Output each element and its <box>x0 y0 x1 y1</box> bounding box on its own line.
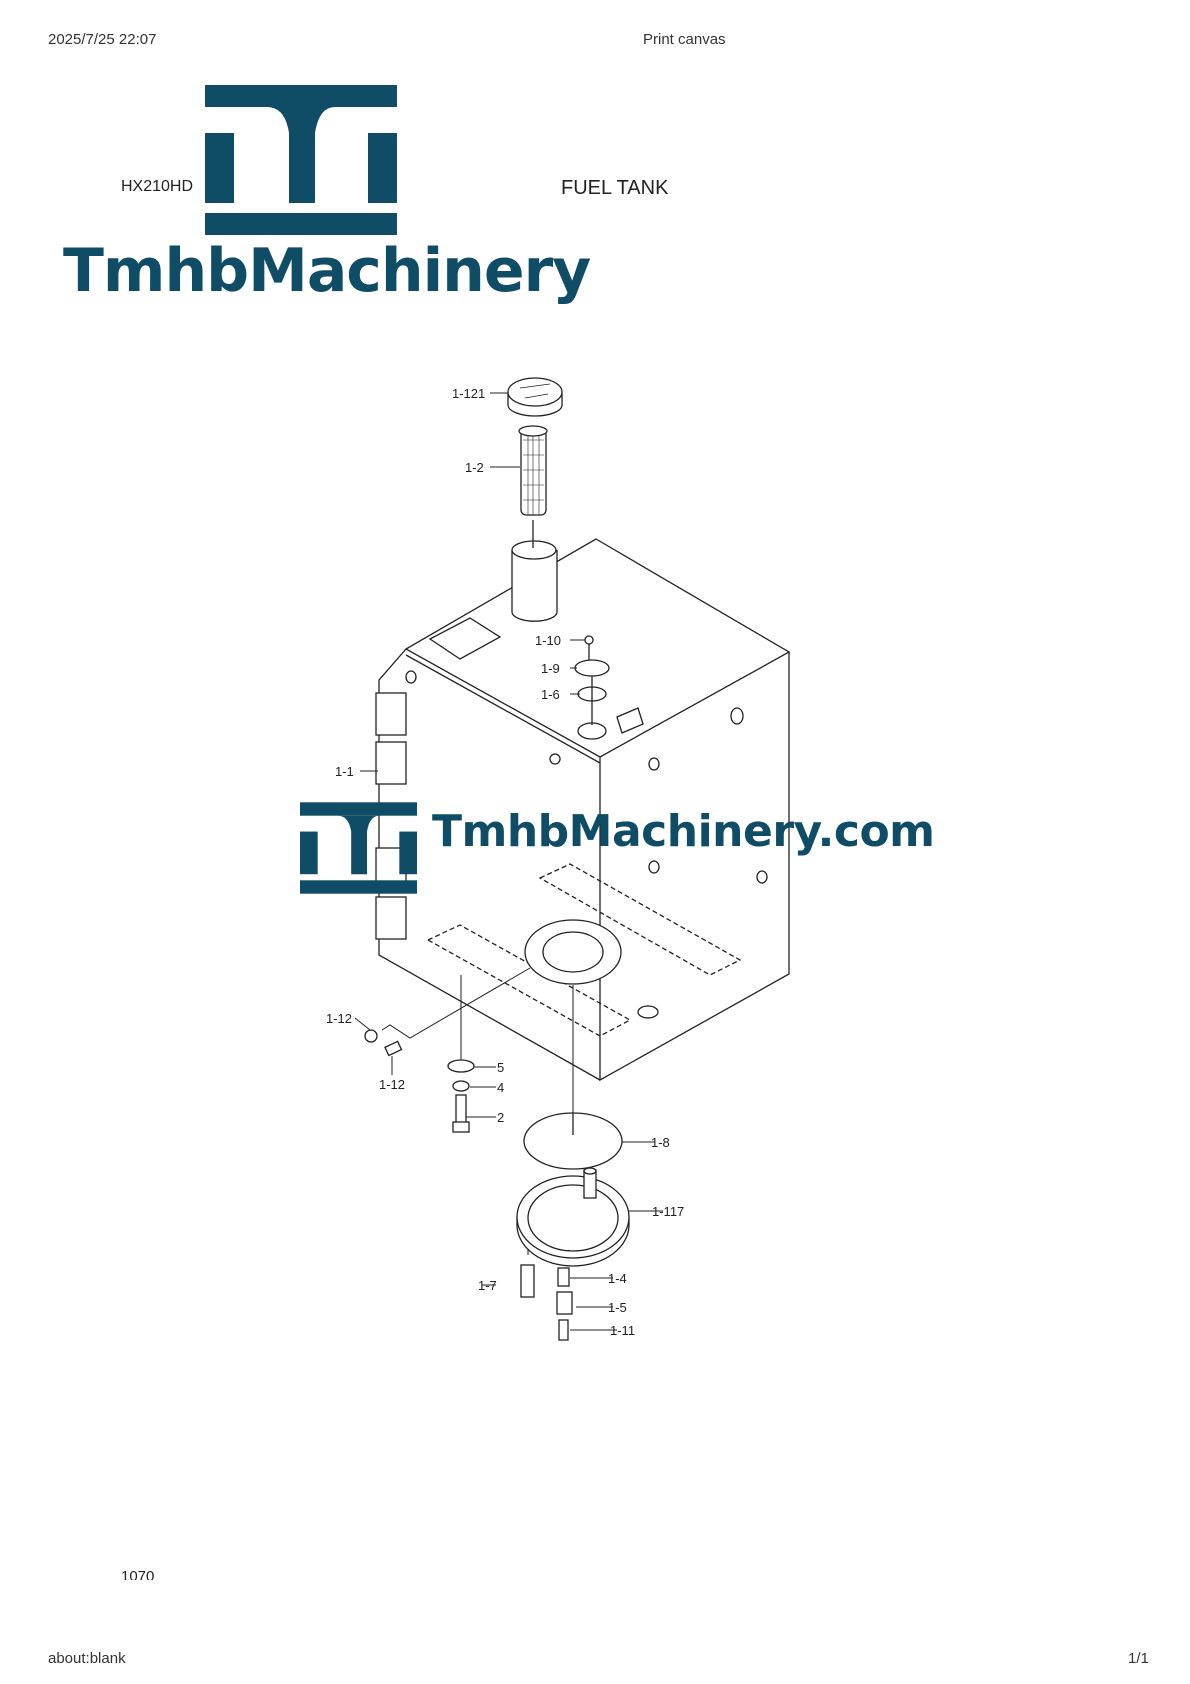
strainer-1-2 <box>518 425 548 516</box>
callout-label: 1-2 <box>465 460 484 475</box>
callout-label: 1-117 <box>652 1204 684 1219</box>
callout-label: 1-11 <box>610 1323 635 1338</box>
fitting-1-11 <box>558 1319 569 1341</box>
footer-url: about:blank <box>48 1650 126 1667</box>
section-title: FUEL TANK <box>561 177 669 199</box>
callout-label: 1-4 <box>608 1271 627 1286</box>
callout-label: 1-7 <box>478 1278 497 1293</box>
bolt-2 <box>455 1094 467 1124</box>
fuel-tank-body <box>375 538 791 1082</box>
callout-label: 4 <box>497 1080 504 1095</box>
watermark-text: TmhbMachinery.com <box>432 806 935 857</box>
filler-neck <box>511 540 558 622</box>
fitting-1-4 <box>557 1267 570 1287</box>
page-number: 1070 <box>121 1568 155 1580</box>
callout-label: 2 <box>497 1110 504 1125</box>
callout-label: 1-121 <box>452 386 485 401</box>
cover-plate-1-117 <box>516 1167 630 1267</box>
callout-label: 1-6 <box>541 687 560 702</box>
lock-washer-4 <box>452 1080 470 1092</box>
brand-name: TmhbMachinery <box>63 236 591 306</box>
model-number: HX210HD <box>121 178 194 195</box>
footer-page-count: 1/1 <box>1128 1650 1149 1667</box>
valve-1-5 <box>556 1291 573 1315</box>
callout-label: 1-8 <box>651 1135 670 1150</box>
drain-1-7 <box>520 1264 535 1298</box>
washer-5 <box>447 1059 475 1073</box>
watermark-logo-icon <box>300 802 417 894</box>
fitting-1-12 <box>384 1040 403 1057</box>
print-title: Print canvas <box>643 31 726 48</box>
callout-label: 1-12 <box>326 1011 352 1026</box>
print-timestamp: 2025/7/25 22:07 <box>48 31 157 48</box>
callout-label: 5 <box>497 1060 504 1075</box>
callout-label: 1-5 <box>608 1300 627 1315</box>
callout-label: 1-9 <box>541 661 560 676</box>
fuel-cap-1-121 <box>507 377 563 417</box>
callout-label: 1-1 <box>335 764 354 779</box>
callout-label: 1-10 <box>535 633 561 648</box>
callout-label: 1-12 <box>379 1077 405 1092</box>
brand-logo-icon <box>205 85 397 235</box>
plug-1-12 <box>364 1029 378 1043</box>
